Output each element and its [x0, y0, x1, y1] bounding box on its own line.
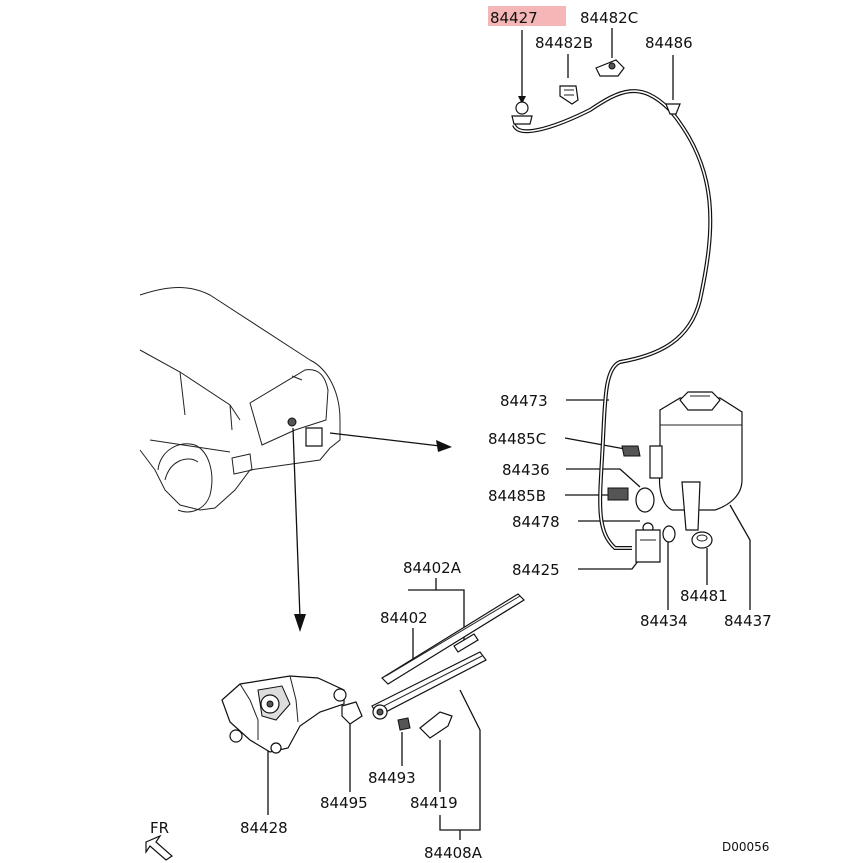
- label-84478[interactable]: 84478: [512, 513, 560, 531]
- label-84493[interactable]: 84493: [368, 769, 416, 787]
- washer-tank-assembly: [607, 391, 743, 563]
- label-84434[interactable]: 84434: [640, 612, 688, 630]
- label-84481[interactable]: 84481: [680, 587, 728, 605]
- label-84402[interactable]: 84402: [380, 609, 428, 627]
- label-84436[interactable]: 84436: [502, 461, 550, 479]
- label-84473[interactable]: 84473: [500, 392, 548, 410]
- front-direction-arrow: [145, 834, 173, 861]
- label-84425[interactable]: 84425: [512, 561, 560, 579]
- direction-label: FR: [150, 819, 169, 837]
- label-84427[interactable]: 84427: [490, 9, 538, 27]
- label-84485C[interactable]: 84485C: [488, 430, 546, 448]
- label-84482B[interactable]: 84482B: [535, 34, 593, 52]
- label-84419[interactable]: 84419: [410, 794, 458, 812]
- highlight-box-84427: [488, 6, 566, 26]
- label-84408A[interactable]: 84408A: [424, 844, 483, 862]
- label-84485B[interactable]: 84485B: [488, 487, 546, 505]
- label-84495[interactable]: 84495: [320, 794, 368, 812]
- label-84428[interactable]: 84428: [240, 819, 288, 837]
- vehicle-illustration: [139, 287, 341, 513]
- direction-arrows: [292, 427, 452, 632]
- label-84482C[interactable]: 84482C: [580, 9, 638, 27]
- wiper-motor-assembly: [221, 675, 363, 754]
- label-84437[interactable]: 84437: [724, 612, 772, 630]
- drawing-code: D00056: [722, 840, 769, 854]
- label-84402A[interactable]: 84402A: [403, 559, 462, 577]
- wiper-assembly: [371, 593, 525, 739]
- washer-hose-assembly: [511, 59, 713, 550]
- label-84486[interactable]: 84486: [645, 34, 693, 52]
